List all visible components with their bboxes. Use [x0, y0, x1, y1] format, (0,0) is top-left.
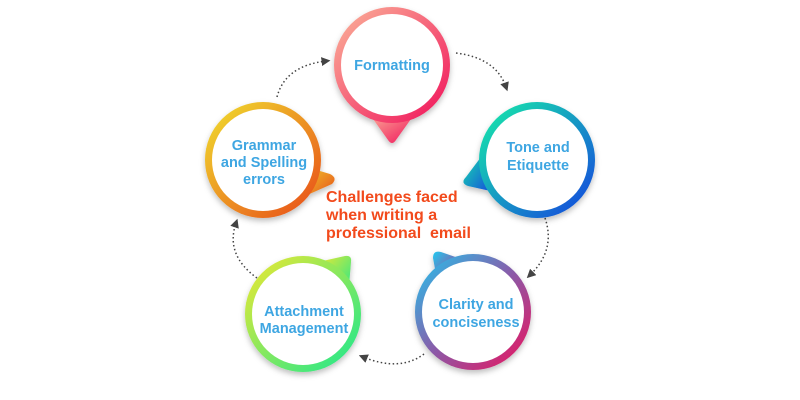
node-label-clarity-line2: conciseness	[432, 315, 519, 331]
center-title-line1: Challenges faced	[326, 189, 458, 206]
node-formatting	[334, 7, 450, 143]
arrow-grammar-to-formatting	[276, 57, 331, 98]
connector-arrows	[230, 52, 549, 365]
node-face	[422, 261, 524, 363]
node-face	[212, 109, 314, 211]
node-clarity-conciseness	[415, 251, 531, 370]
node-label-clarity-line1: Clarity and	[439, 297, 514, 313]
center-title: Challenges faced when writing a professi…	[325, 189, 471, 242]
node-label-grammar-line3: errors	[243, 172, 285, 188]
node-label-tone-line2: Etiquette	[507, 158, 569, 174]
node-face	[341, 14, 443, 116]
node-label-tone-line1: Tone and	[506, 140, 569, 156]
node-face	[252, 263, 354, 365]
node-label-attachment-line2: Management	[260, 321, 349, 337]
node-label-grammar-line1: Grammar	[232, 138, 297, 154]
center-title-line2: when writing a	[325, 207, 437, 224]
arrow-clarity-to-attachment	[358, 353, 425, 365]
node-label-grammar-line2: and Spelling	[221, 155, 307, 171]
node-attachment-management	[245, 255, 361, 372]
arrow-formatting-to-tone	[455, 52, 509, 92]
node-label-attachment-line1: Attachment	[264, 304, 344, 320]
center-title-line3: professional email	[326, 225, 471, 242]
node-tone-etiquette	[463, 102, 595, 218]
node-face	[486, 109, 588, 211]
arrow-tone-to-clarity	[526, 217, 549, 279]
node-grammar-spelling	[205, 102, 335, 218]
arrow-attachment-to-grammar	[230, 218, 258, 279]
node-label-formatting: Formatting	[354, 58, 430, 74]
